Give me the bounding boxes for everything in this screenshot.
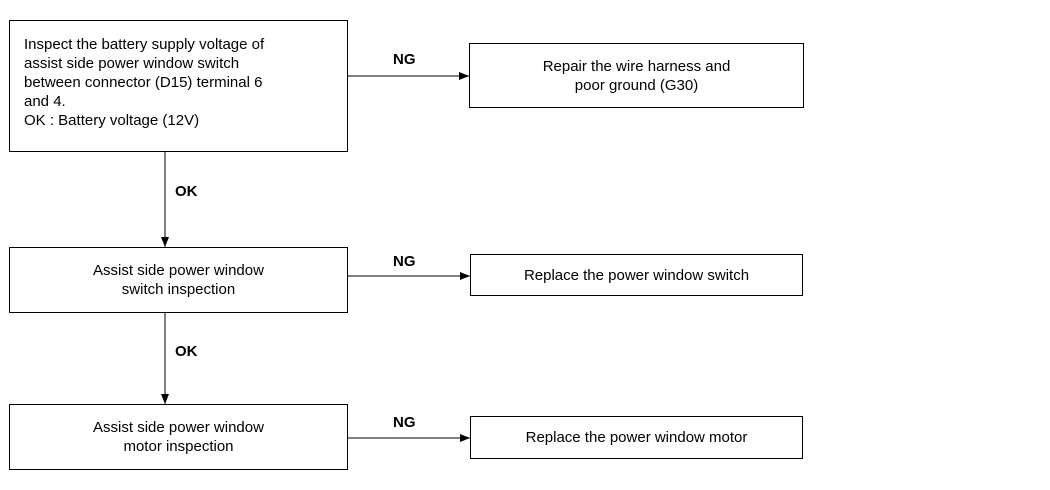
step-1-box: Inspect the battery supply voltage of as…	[9, 20, 348, 152]
result-1-box: Repair the wire harness and poor ground …	[469, 43, 804, 108]
step-3-line: motor inspection	[123, 438, 234, 455]
step-1-line: between connector (D15) terminal 6	[24, 74, 263, 91]
step-1-line: assist side power window switch	[24, 55, 240, 72]
step-2-line: Assist side power window	[93, 262, 264, 279]
ok-label-1: OK	[175, 183, 198, 200]
ok-label-2: OK	[175, 343, 198, 360]
step-3-box: Assist side power window motor inspectio…	[9, 404, 348, 470]
step-1-line: Inspect the battery supply voltage of	[24, 36, 265, 53]
result-1-line: Repair the wire harness and	[542, 57, 731, 75]
result-2-line: Replace the power window switch	[523, 266, 750, 284]
result-2-box: Replace the power window switch	[470, 254, 803, 296]
step-2-box: Assist side power window switch inspecti…	[9, 247, 348, 313]
result-3-box: Replace the power window motor	[470, 416, 803, 459]
step-3-line: Assist side power window	[93, 419, 264, 436]
ng-label-3: NG	[393, 414, 416, 431]
ng-label-1: NG	[393, 51, 416, 68]
step-1-line: OK : Battery voltage (12V)	[24, 112, 200, 129]
step-2-line: switch inspection	[121, 281, 236, 298]
result-1-line: poor ground (G30)	[574, 76, 699, 94]
ng-label-2: NG	[393, 253, 416, 270]
result-3-line: Replace the power window motor	[525, 429, 748, 446]
step-1-line: and 4.	[24, 93, 66, 110]
